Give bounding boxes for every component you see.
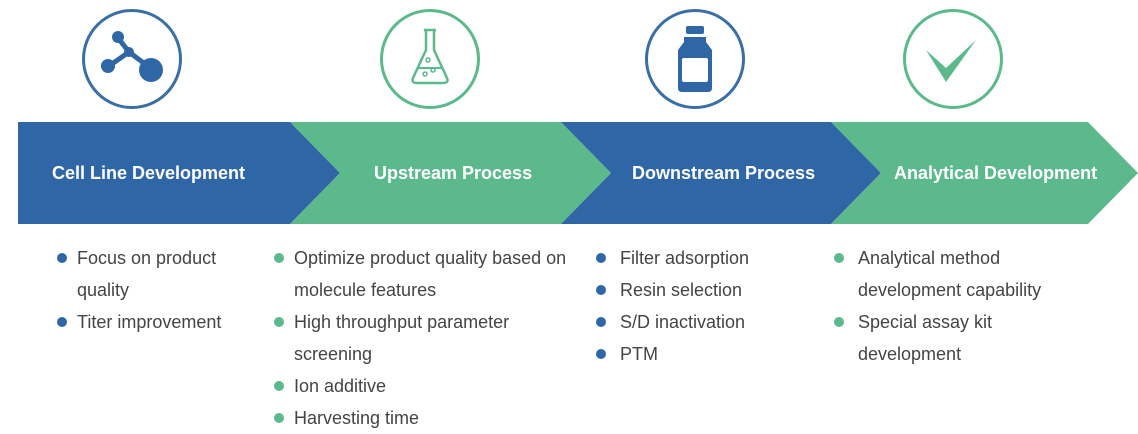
checkmark-icon bbox=[926, 40, 976, 82]
stage-2-chevron bbox=[290, 122, 611, 224]
stage-1-bullets: Focus on product quality Titer improveme… bbox=[57, 242, 257, 338]
stage-1-icon-circle bbox=[82, 9, 182, 109]
stage-4-bullets: Analytical method development capability… bbox=[834, 242, 1094, 370]
list-item: High throughput parameter screening bbox=[274, 306, 574, 370]
bullet-dot bbox=[57, 253, 67, 263]
list-item: Analytical method development capability bbox=[834, 242, 1094, 306]
stage-4-icon-circle bbox=[903, 9, 1003, 109]
stage-3-chevron bbox=[561, 122, 881, 224]
list-item: Titer improvement bbox=[57, 306, 257, 338]
stage-4-chevron bbox=[831, 122, 1138, 224]
list-item: S/D inactivation bbox=[596, 306, 816, 338]
list-item: Filter adsorption bbox=[596, 242, 816, 274]
bullet-dot bbox=[274, 317, 284, 327]
bullet-dot bbox=[596, 349, 606, 359]
molecule-icon bbox=[101, 31, 163, 82]
bullet-dot bbox=[596, 285, 606, 295]
list-item: Harvesting time bbox=[274, 402, 574, 434]
bullet-dot bbox=[274, 381, 284, 391]
list-item: Resin selection bbox=[596, 274, 816, 306]
stage-2-bullets: Optimize product quality based on molecu… bbox=[274, 242, 574, 434]
process-arrow bbox=[18, 122, 1138, 224]
list-item: Optimize product quality based on molecu… bbox=[274, 242, 574, 306]
bullet-dot bbox=[274, 413, 284, 423]
bullet-dot bbox=[57, 317, 67, 327]
list-item: Focus on product quality bbox=[57, 242, 257, 306]
bullet-dot bbox=[596, 253, 606, 263]
stage-title-cell-line: Cell Line Development bbox=[52, 163, 246, 183]
stage-1-chevron bbox=[18, 122, 340, 224]
list-item: Ion additive bbox=[274, 370, 574, 402]
bullet-dot bbox=[274, 253, 284, 263]
stage-3-bullets: Filter adsorption Resin selection S/D in… bbox=[596, 242, 816, 370]
bullet-dot bbox=[834, 253, 844, 263]
list-item: PTM bbox=[596, 338, 816, 370]
stage-title-analytical: Analytical Development bbox=[894, 163, 1098, 183]
stage-title-upstream: Upstream Process bbox=[374, 163, 533, 183]
flask-icon bbox=[411, 28, 449, 85]
bullet-dot bbox=[834, 317, 844, 327]
stage-2-icon-circle bbox=[380, 9, 480, 109]
bullet-dot bbox=[596, 317, 606, 327]
list-item: Special assay kit development bbox=[834, 306, 1094, 370]
stage-title-downstream: Downstream Process bbox=[632, 163, 816, 183]
bottle-icon bbox=[678, 26, 712, 92]
stage-3-icon-circle bbox=[645, 9, 745, 109]
